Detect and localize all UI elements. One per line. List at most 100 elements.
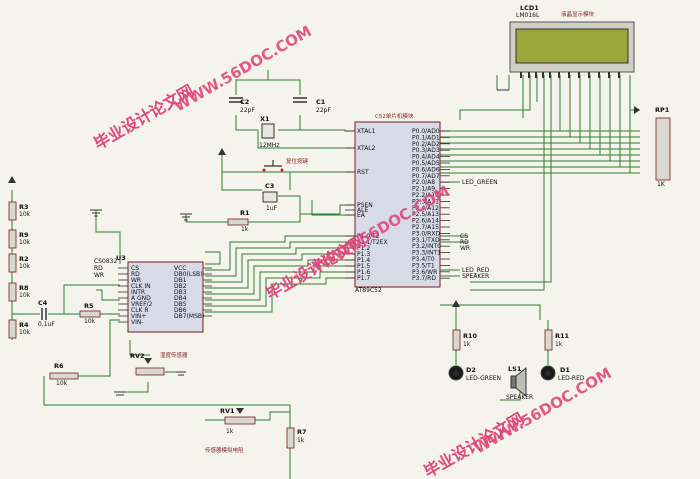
u1-pin-label: P3.6/WR bbox=[412, 269, 437, 276]
u3-pin-label: VREF/2 bbox=[131, 301, 153, 308]
u1-pin-label: P0.4/AD4 bbox=[412, 154, 440, 161]
u1-pin-label: P1.3 bbox=[357, 251, 370, 258]
u1-pin-label: P2.5/A13 bbox=[412, 211, 439, 218]
c3-capacitor[interactable]: C3 1uF bbox=[262, 182, 278, 212]
u1-pin-label: P3.4/T0 bbox=[412, 256, 435, 263]
r6-resistor[interactable]: R6 10k bbox=[49, 362, 79, 387]
u1-pin-label: ALE bbox=[357, 207, 368, 214]
u3-pin-label: VCC bbox=[174, 265, 186, 272]
u1-pin-label: P2.4/A12 bbox=[412, 205, 439, 212]
u1-pin-label: P2.1/A9 bbox=[412, 186, 435, 193]
resistor-ref: R9 bbox=[19, 231, 29, 239]
ls1-speaker[interactable]: LS1 SPEAKER bbox=[506, 365, 533, 401]
u3-pin-label: INTR bbox=[131, 289, 145, 296]
r7-ref: R7 bbox=[297, 428, 307, 436]
c1-capacitor[interactable]: C1 22pF bbox=[293, 97, 331, 114]
u3-pin-label: DB3 bbox=[174, 289, 187, 296]
u1-pin-label: P1.7 bbox=[357, 275, 370, 282]
u1-pin-label: P0.5/AD5 bbox=[412, 160, 440, 167]
u1-microcontroller[interactable]: U1 C52单片机模块 AT89C52 XTAL1XTAL2RSTPSENALE… bbox=[345, 112, 450, 294]
rv2-potentiometer[interactable]: RV2 湿度传感器 bbox=[130, 351, 188, 376]
u1-pin-label: P2.6/A14 bbox=[412, 218, 439, 225]
u1-pin-label: P3.0/RXD bbox=[412, 230, 440, 237]
u1-pin-label: P0.3/AD3 bbox=[412, 147, 440, 154]
u3-ref: U3 bbox=[116, 254, 126, 262]
net-wr: WR bbox=[460, 245, 470, 252]
resistor-value: 10k bbox=[19, 329, 31, 336]
u1-pin-label: P3.3/INT1 bbox=[412, 250, 441, 257]
r1-ref: R1 bbox=[240, 209, 250, 217]
rp1-body bbox=[655, 117, 671, 181]
reset-button[interactable]: 复位按键 bbox=[262, 157, 309, 172]
u3-pin-label: VIN- bbox=[131, 319, 144, 326]
u1-pin-label: P3.2/INT0 bbox=[412, 243, 441, 250]
rv1-ref: RV1 bbox=[220, 407, 235, 415]
net-cs: CS bbox=[460, 233, 468, 240]
r10-ref: R10 bbox=[463, 332, 478, 340]
watermark-layer: 毕业设计论文网 WWW.56DOC.COM 毕业设计论文网 WWW.56DOC.… bbox=[91, 22, 615, 479]
u1-pin-label: P0.0/AD0 bbox=[412, 128, 440, 135]
resistor-ref: R2 bbox=[19, 255, 29, 263]
rv1-value: 1k bbox=[226, 428, 234, 435]
lcd-title: 液晶显示模块 bbox=[561, 10, 595, 18]
u1-pin-label: P1.0/T2 bbox=[357, 233, 380, 240]
r11-ref: R11 bbox=[555, 332, 570, 340]
d2-led[interactable]: D2 LED-GREEN bbox=[448, 365, 501, 382]
c3-ref: C3 bbox=[265, 182, 274, 190]
watermark-cn-1: 毕业设计论文网 bbox=[91, 81, 198, 153]
u1-pin-label: P2.2/A10 bbox=[412, 192, 439, 199]
resistor-ref: R3 bbox=[19, 203, 29, 211]
u1-model: AT89C52 bbox=[355, 287, 382, 294]
lcd-ref: LCD1 bbox=[520, 4, 539, 12]
u1-pin-label: EA bbox=[357, 212, 366, 219]
d2-ref: D2 bbox=[466, 366, 476, 374]
lcd-screen bbox=[515, 28, 629, 64]
r10-resistor[interactable]: R10 1k bbox=[452, 329, 478, 351]
u1-pin-label: PSEN bbox=[357, 202, 373, 209]
lcd-module[interactable]: LCD1 LM016L 液晶显示模块 bbox=[509, 4, 635, 78]
ground-symbols bbox=[90, 89, 509, 396]
u3-pin-label: DB2 bbox=[174, 283, 187, 290]
c2-capacitor[interactable]: C2 22pF bbox=[229, 97, 255, 114]
rv1-potentiometer[interactable]: RV1 1k 传感器模拟电阻 bbox=[205, 407, 256, 454]
u3-pin-label: VIN+ bbox=[131, 313, 146, 320]
rp1-resistor-pack[interactable]: RP1 1K bbox=[655, 106, 671, 188]
u1-pin-label: P1.4 bbox=[357, 257, 370, 264]
u1-title: C52单片机模块 bbox=[375, 112, 414, 120]
u1-pin-label: P2.3/A11 bbox=[412, 198, 439, 205]
r11-resistor[interactable]: R11 1k bbox=[544, 329, 570, 351]
r1-resistor[interactable]: R1 1k bbox=[227, 209, 250, 233]
reset-label: 复位按键 bbox=[286, 157, 309, 165]
r7-resistor[interactable]: R7 1k bbox=[286, 427, 307, 449]
u1-pin-label: P0.6/AD6 bbox=[412, 166, 440, 173]
resistor-value: 10k bbox=[19, 292, 31, 299]
c4-capacitor[interactable]: C4 0.1uF bbox=[38, 299, 55, 328]
r6-value: 10k bbox=[56, 380, 68, 387]
r5-value: 10k bbox=[84, 318, 96, 325]
c4-value: 0.1uF bbox=[38, 321, 55, 328]
x1-crystal[interactable]: X1 12MHz bbox=[259, 115, 279, 149]
x1-ref: X1 bbox=[260, 115, 270, 123]
net-speaker: SPEAKER bbox=[462, 273, 489, 280]
u1-pin-label: XTAL1 bbox=[357, 128, 376, 135]
u1-pin-label: P1.1/T2EX bbox=[357, 239, 388, 246]
rv2-ref: RV2 bbox=[130, 352, 145, 360]
rp1-ref: RP1 bbox=[655, 106, 670, 114]
d1-led[interactable]: D1 LED-RED bbox=[540, 365, 585, 382]
u1-pin-label: P2.0/A8 bbox=[412, 179, 435, 186]
resistor-ref: R8 bbox=[19, 284, 29, 292]
u3-pin-label: RD bbox=[131, 271, 140, 278]
u1-pin-label: P0.7/AD7 bbox=[412, 173, 440, 180]
c2-value: 22pF bbox=[240, 107, 255, 114]
r5-resistor[interactable]: R5 10k bbox=[79, 302, 101, 325]
u3-pin-label: CLK IN bbox=[131, 283, 151, 290]
